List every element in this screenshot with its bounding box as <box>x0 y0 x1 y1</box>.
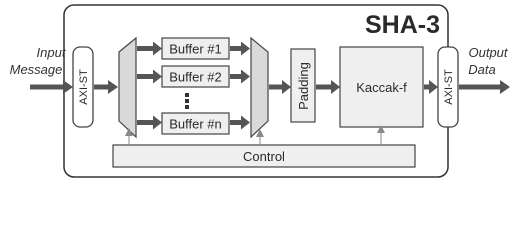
mux <box>250 36 269 139</box>
kaccak-f-label: Kaccak-f <box>356 80 407 95</box>
axi-st-input-label: AXI-ST <box>78 69 90 105</box>
demux-to-buffer2-arrow <box>137 69 162 84</box>
output-label-line2: Data <box>468 62 495 77</box>
demux-to-buffern-arrow <box>137 115 162 130</box>
axi-st-output-block <box>437 46 459 128</box>
sha3-block-diagram: SHA-3 Input Message Output Data AXI-ST B… <box>10 4 510 178</box>
demux <box>118 36 137 139</box>
kaccak-f-core <box>339 46 424 128</box>
buffer-2-label: Buffer #2 <box>169 70 222 85</box>
buffer-n-label: Buffer #n <box>169 117 222 132</box>
output-label-line1: Output <box>468 45 508 60</box>
output-arrow <box>459 80 510 94</box>
input-label-line1: Input <box>37 45 67 60</box>
input-label-line2: Message <box>10 62 63 77</box>
buffer-2 <box>161 65 230 88</box>
padding-block <box>290 48 316 123</box>
buffer2-to-mux-arrow <box>230 69 250 84</box>
axi-st-input-block <box>72 46 94 128</box>
axi-st-output-label: AXI-ST <box>443 69 455 105</box>
padding-label: Padding <box>296 62 311 110</box>
demux-to-buffer1-arrow <box>137 41 162 56</box>
diagram-title: SHA-3 <box>365 11 440 39</box>
axi-to-demux-arrow <box>94 80 118 94</box>
buffer-ellipsis <box>185 93 189 109</box>
buffer-1-label: Buffer #1 <box>169 42 222 57</box>
control-block <box>112 144 416 168</box>
diagram-canvas: SHA-3 Input Message Output Data AXI-ST B… <box>10 4 510 178</box>
buffer1-to-mux-arrow <box>230 41 250 56</box>
buffer-n <box>161 112 230 135</box>
buffer-1 <box>161 37 230 60</box>
core-to-axi-arrow <box>424 80 438 94</box>
padding-to-core-arrow <box>316 80 340 94</box>
control-label: Control <box>243 149 285 164</box>
mux-to-padding-arrow <box>269 80 291 94</box>
input-arrow <box>30 80 73 94</box>
buffern-to-mux-arrow <box>230 115 250 130</box>
